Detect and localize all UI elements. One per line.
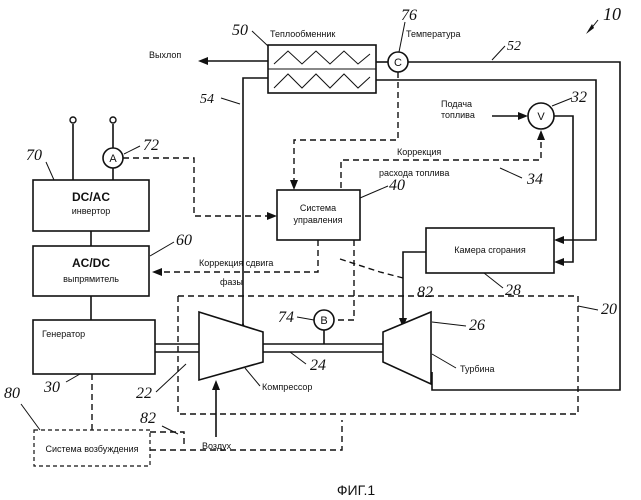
compressor-shape bbox=[199, 312, 263, 380]
leader-50 bbox=[252, 31, 268, 46]
exhaust-arrow bbox=[198, 57, 208, 65]
leader-80 bbox=[21, 404, 40, 430]
excitation-control-line-b bbox=[150, 420, 342, 450]
control-system-label-1: Система bbox=[300, 203, 336, 213]
leader-20 bbox=[578, 306, 598, 310]
leader-28 bbox=[484, 273, 503, 288]
air-inlet-arrow bbox=[212, 380, 220, 390]
leader-52 bbox=[492, 46, 505, 60]
compressor-label: Компрессор bbox=[262, 382, 312, 392]
ref-60: 60 bbox=[176, 232, 192, 249]
ref-82-top: 82 bbox=[417, 284, 433, 301]
ref-52: 52 bbox=[507, 39, 521, 54]
heat-exchanger-label: Теплообменник bbox=[270, 29, 335, 39]
acdc-rectifier-box bbox=[33, 246, 149, 296]
fuel-to-combustor-arrow bbox=[554, 258, 564, 266]
hx-to-combustor-arrow bbox=[554, 236, 564, 244]
fuel-supply-label-1: Подача bbox=[441, 99, 472, 109]
leader-30 bbox=[66, 374, 80, 382]
temperature-label: Температура bbox=[406, 29, 461, 39]
combustor-label: Камера сгорания bbox=[454, 245, 526, 255]
speed-signal-line bbox=[334, 240, 354, 320]
ref-10: 10 bbox=[603, 4, 621, 24]
output-terminal-left bbox=[70, 117, 76, 123]
ref-50: 50 bbox=[232, 22, 248, 39]
leader-10-arrow bbox=[586, 24, 594, 34]
compressor-to-hx-line bbox=[243, 78, 268, 332]
leader-34 bbox=[500, 168, 522, 178]
acdc-subtitle: выпрямитель bbox=[63, 274, 119, 284]
leader-26 bbox=[432, 322, 466, 326]
leader-22 bbox=[156, 364, 186, 392]
turbine-shape bbox=[383, 312, 431, 384]
excitation-system-label: Система возбуждения bbox=[45, 444, 138, 454]
leader-compressor bbox=[245, 368, 260, 386]
temperature-sensor-letter: C bbox=[394, 57, 402, 69]
leader-82-bottom bbox=[162, 426, 178, 434]
leader-40 bbox=[360, 186, 388, 198]
leader-72 bbox=[124, 146, 140, 154]
ref-22: 22 bbox=[136, 385, 152, 402]
fuel-correction-line bbox=[341, 134, 541, 188]
leader-76 bbox=[399, 22, 405, 52]
heat-exchanger bbox=[268, 45, 376, 93]
turbine-exhaust-line bbox=[408, 62, 620, 390]
fuel-supply-label-2: топлива bbox=[441, 110, 475, 120]
ref-72: 72 bbox=[143, 137, 159, 154]
excitation-control-line-a bbox=[150, 432, 184, 448]
phase-correction-label-1: Коррекция сдвига bbox=[199, 258, 273, 268]
ref-54: 54 bbox=[200, 92, 214, 107]
dcac-subtitle: инвертор bbox=[72, 206, 111, 216]
phase-correction-arrow bbox=[152, 268, 162, 276]
control-system-label-2: управления bbox=[293, 215, 342, 225]
generator-label: Генератор bbox=[42, 329, 85, 339]
acdc-title: AC/DC bbox=[72, 256, 110, 270]
leader-70 bbox=[46, 162, 54, 180]
ref-20: 20 bbox=[601, 301, 617, 318]
ref-34: 34 bbox=[526, 171, 543, 188]
leader-turbine bbox=[432, 354, 456, 368]
temperature-signal-arrow bbox=[290, 180, 298, 190]
ref-74: 74 bbox=[278, 309, 294, 326]
control-leader-82 bbox=[340, 259, 407, 279]
fuel-correction-arrow bbox=[537, 130, 545, 140]
current-sensor-letter: A bbox=[109, 153, 117, 165]
speed-sensor-letter: B bbox=[320, 315, 327, 327]
ref-82-bottom: 82 bbox=[140, 410, 156, 427]
leader-74 bbox=[297, 317, 314, 320]
turbine-label: Турбина bbox=[460, 364, 495, 374]
ref-40: 40 bbox=[389, 177, 405, 194]
exhaust-label: Выхлоп bbox=[149, 50, 181, 60]
fuel-supply-arrow bbox=[518, 112, 528, 120]
ref-26: 26 bbox=[469, 317, 485, 334]
phase-correction-label-2: фазы bbox=[220, 277, 243, 287]
ref-30: 30 bbox=[43, 379, 60, 396]
air-label: Воздух bbox=[202, 441, 232, 451]
figure-caption: ФИГ.1 bbox=[337, 482, 375, 498]
ref-70: 70 bbox=[26, 147, 42, 164]
dcac-title: DC/AC bbox=[72, 190, 110, 204]
leader-24 bbox=[290, 352, 306, 364]
leader-54 bbox=[221, 98, 240, 104]
ref-24: 24 bbox=[310, 357, 326, 374]
leader-32 bbox=[552, 98, 572, 106]
ref-76: 76 bbox=[401, 7, 417, 24]
ref-32: 32 bbox=[570, 89, 587, 106]
output-terminal-right bbox=[110, 117, 116, 123]
ref-80: 80 bbox=[4, 385, 20, 402]
current-signal-arrow bbox=[267, 212, 277, 220]
fuel-correction-label-1: Коррекция bbox=[397, 147, 441, 157]
fuel-valve-letter: V bbox=[537, 111, 545, 123]
leader-60 bbox=[150, 242, 174, 256]
